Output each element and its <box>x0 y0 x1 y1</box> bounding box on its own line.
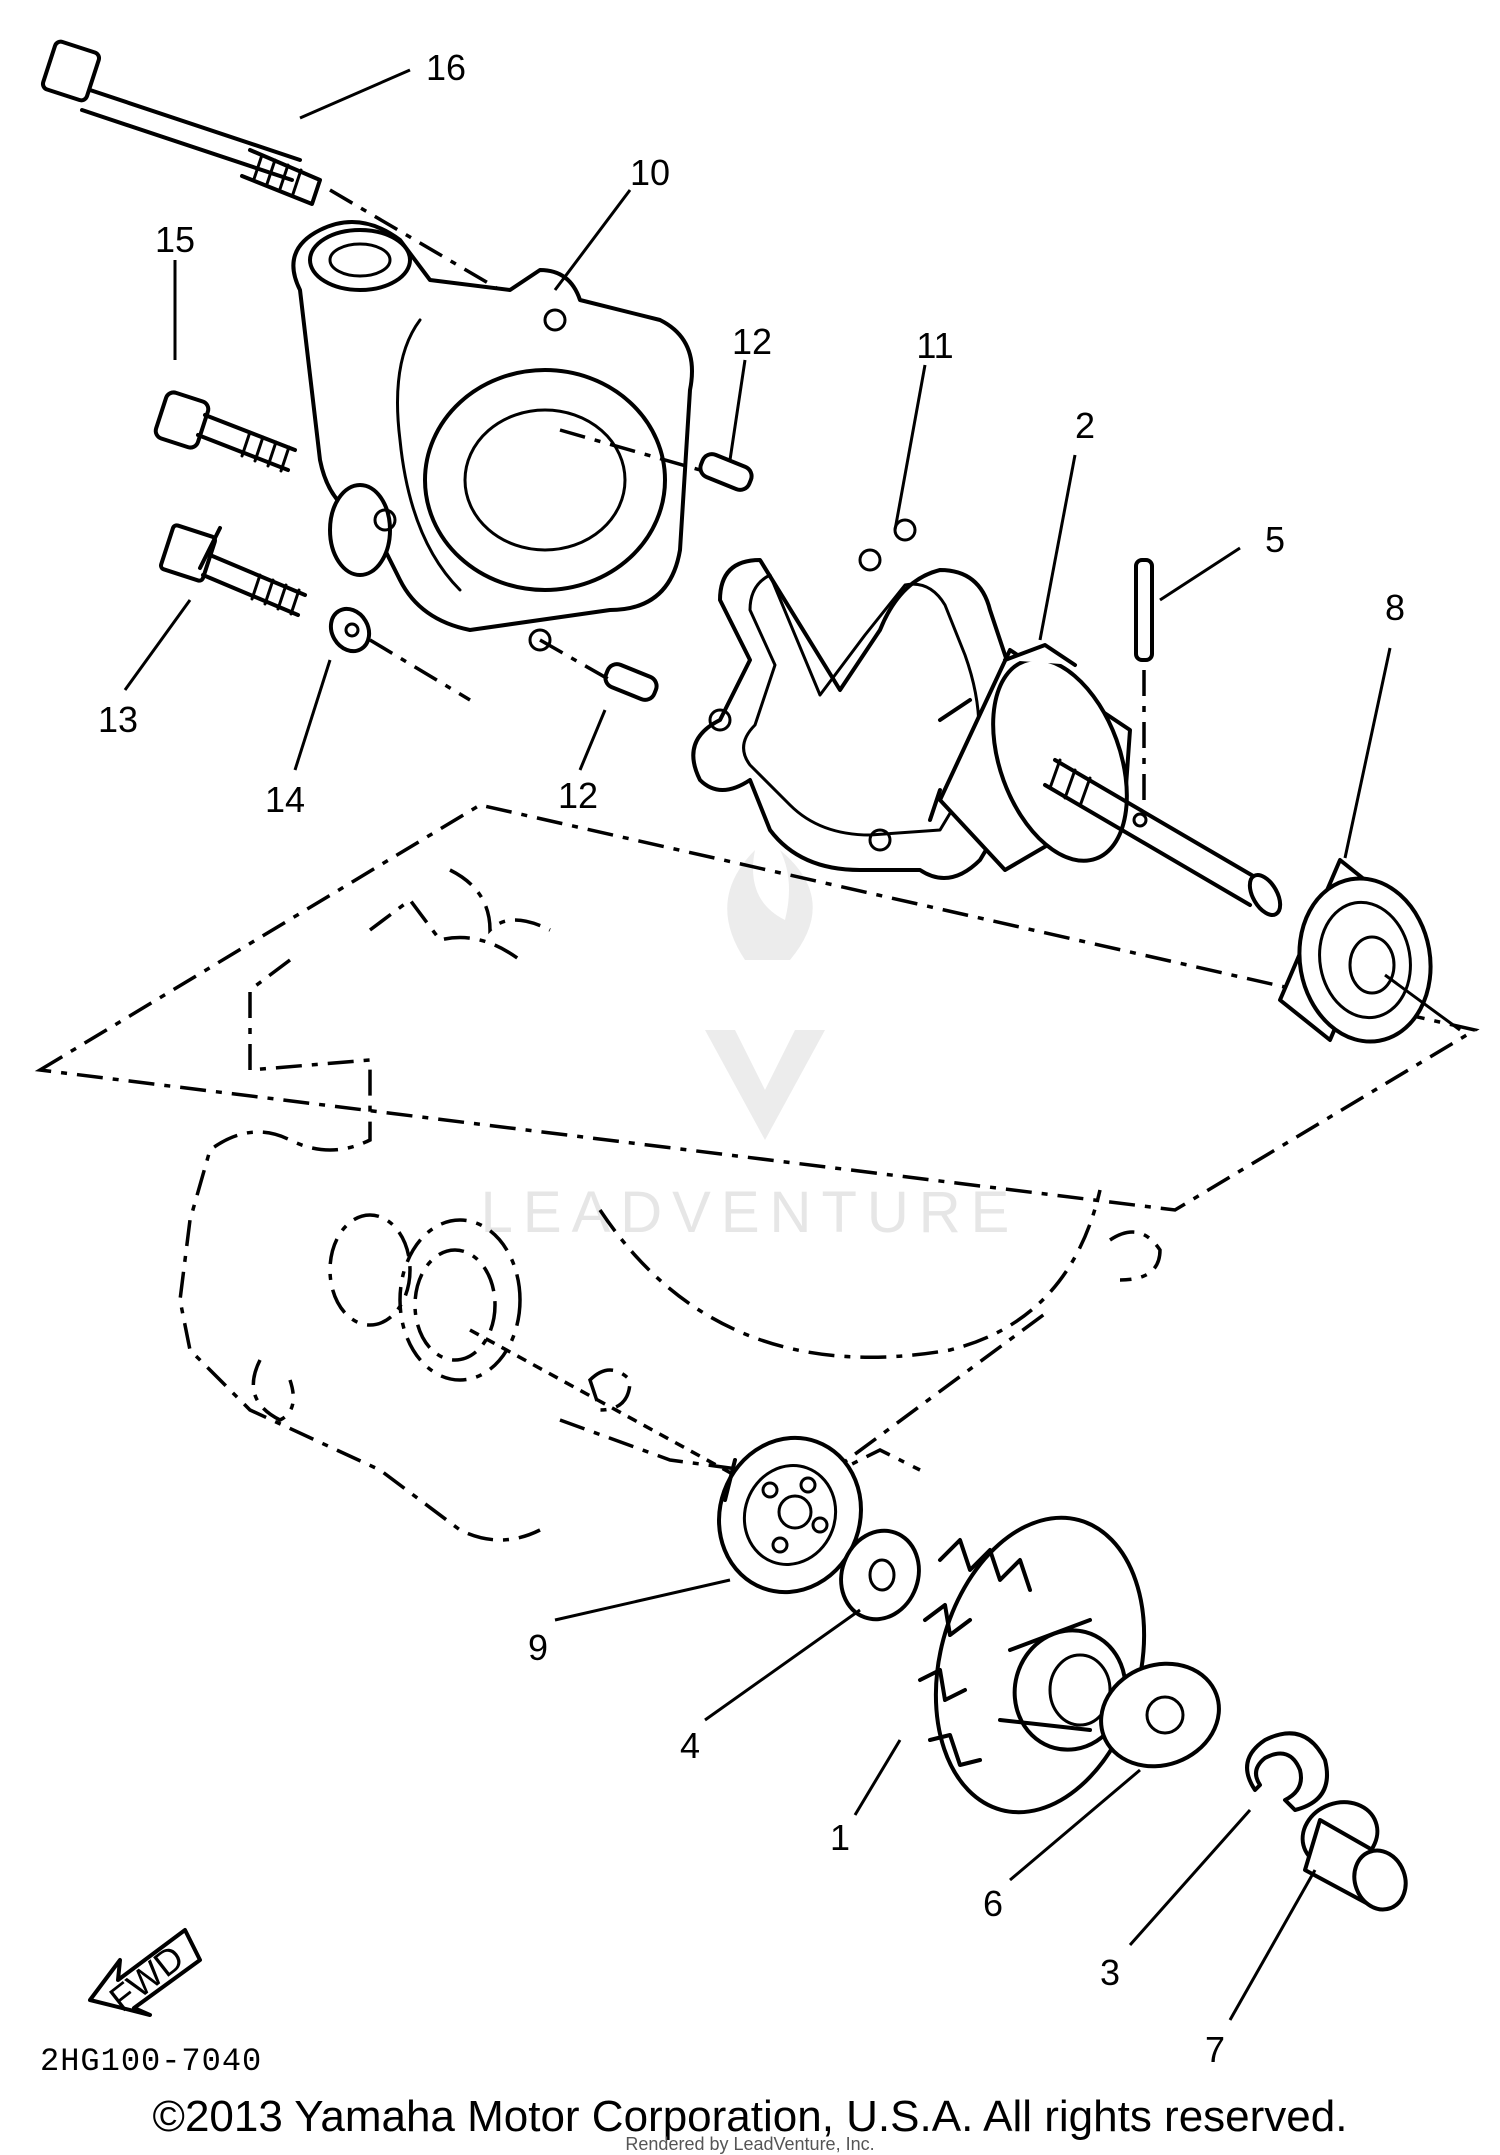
callout-6: 6 <box>983 1883 1003 1924</box>
crankcase-outline <box>34 803 1480 1542</box>
part-7-collar <box>1300 1800 1408 1912</box>
part-14-washer <box>328 606 471 702</box>
callout-14: 14 <box>265 779 305 820</box>
part-4-washer <box>839 1528 921 1622</box>
part-10-pump-cover <box>291 220 694 652</box>
part-16-long-bolt <box>40 39 501 292</box>
callout-1: 1 <box>830 1817 850 1858</box>
callout-8: 8 <box>1385 587 1405 628</box>
callout-15: 15 <box>155 219 195 260</box>
leader-lines <box>123 68 1392 2021</box>
callout-16: 16 <box>426 47 466 88</box>
part-6-washer <box>1099 1661 1221 1769</box>
callout-12-bottom: 12 <box>558 775 598 816</box>
callout-5: 5 <box>1265 519 1285 560</box>
callout-7: 7 <box>1205 2029 1225 2070</box>
part-12-dowel-pins <box>539 428 754 702</box>
callout-3: 3 <box>1100 1952 1120 1993</box>
fwd-arrow: FWD <box>88 1928 202 2019</box>
callout-2: 2 <box>1075 405 1095 446</box>
part-13-flange-bolt <box>159 523 307 617</box>
part-8-bearing <box>1278 858 1461 1044</box>
callout-10: 10 <box>630 152 670 193</box>
part-3-circlip <box>1245 1731 1329 1812</box>
callout-labels: 16 10 15 12 11 2 5 8 13 14 12 9 4 1 6 3 … <box>98 47 1405 2070</box>
leadventure-watermark: LEADVENTURE <box>481 850 1020 1245</box>
callout-4: 4 <box>680 1725 700 1766</box>
copyright-notice: ©2013 Yamaha Motor Corporation, U.S.A. A… <box>152 2092 1348 2141</box>
part-5-pin <box>1134 558 1154 800</box>
part-11-gasket <box>691 518 1027 880</box>
callout-9: 9 <box>528 1627 548 1668</box>
exploded-view-drawing: LEADVENTURE <box>34 39 1480 2080</box>
diagram-code: 2HG100-7040 <box>40 2043 262 2080</box>
part-9-bearing <box>717 1435 863 1595</box>
callout-13: 13 <box>98 699 138 740</box>
callout-11: 11 <box>916 325 953 366</box>
part-2-impeller-shaft <box>928 643 1283 917</box>
part-15-bolt <box>153 390 297 473</box>
callout-12-top: 12 <box>732 321 772 362</box>
watermark-text: LEADVENTURE <box>481 1180 1020 1245</box>
part-1-gear <box>918 1515 1147 1815</box>
rendered-by-note: Rendered by LeadVenture, Inc. <box>625 2134 875 2154</box>
